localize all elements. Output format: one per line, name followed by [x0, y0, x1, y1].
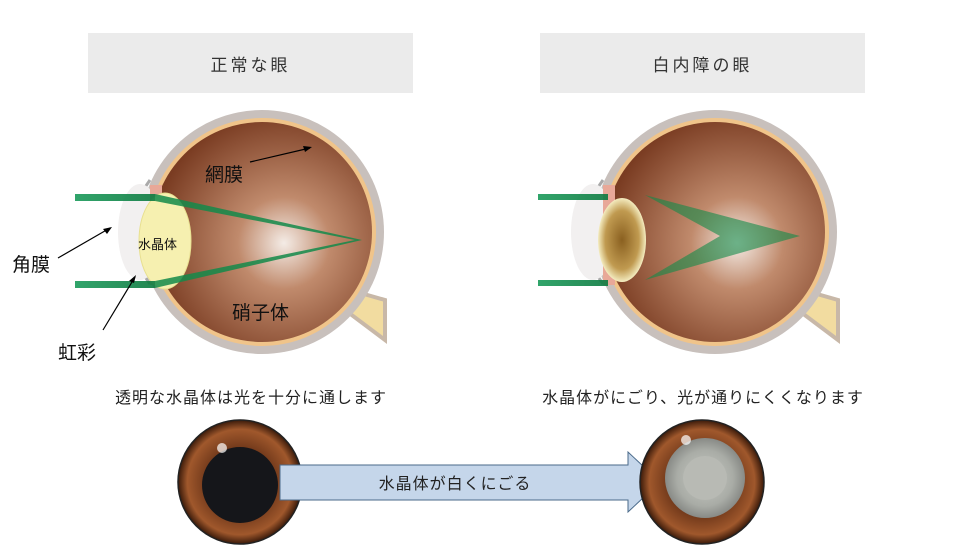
cataract-eye-caption: 水晶体がにごり、光が通りにくくなります	[542, 388, 864, 407]
light-cone	[155, 194, 362, 288]
normal-pupil-illustration	[177, 419, 303, 545]
label-lens: 水晶体	[138, 238, 178, 253]
normal-eye	[57, 110, 387, 354]
light-ray-bottom	[538, 280, 608, 286]
label-iris: 虹彩	[58, 342, 97, 364]
scattered-light	[645, 195, 800, 280]
light-ray-bottom	[75, 281, 155, 288]
cataract-eye	[538, 110, 840, 354]
label-cornea: 角膜	[12, 254, 51, 276]
iris-pointer	[102, 276, 136, 331]
label-retina: 網膜	[205, 164, 244, 186]
transition-label: 水晶体が白くにごる	[378, 474, 532, 493]
normal-eye-caption: 透明な水晶体は光を十分に通します	[114, 388, 388, 407]
cataract-pupil-illustration	[639, 419, 765, 545]
clouded-lens	[598, 198, 646, 282]
label-vitreous: 硝子体	[232, 302, 290, 324]
retina-pointer	[249, 147, 311, 163]
clear-pupil	[202, 447, 278, 523]
normal-eye-header: 正常な眼	[88, 33, 413, 93]
lens	[138, 192, 192, 290]
cataract-eye-header: 白内障の眼	[540, 33, 865, 93]
light-ray-top	[75, 194, 155, 201]
cornea-pointer	[57, 227, 111, 259]
light-ray-top	[538, 194, 608, 200]
vitreous-body	[152, 122, 372, 342]
